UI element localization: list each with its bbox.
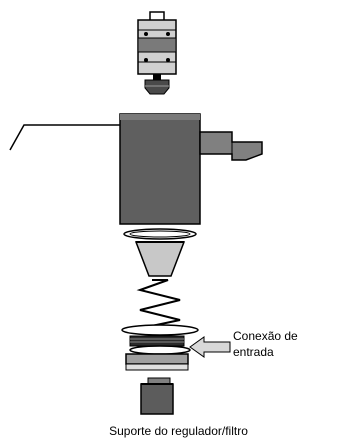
- conical-filter: [134, 241, 186, 277]
- inlet-arrow: [189, 336, 231, 358]
- spring: [136, 279, 181, 329]
- mounting-screw: [144, 74, 170, 95]
- inlet-connection-label-line2: entrada: [233, 345, 274, 359]
- inlet-connection-label-line1: Conexão de: [233, 329, 298, 343]
- figure-caption: Suporte do regulador/filtro: [109, 424, 248, 438]
- top-bracket: [137, 11, 177, 75]
- regulator-body: [119, 113, 263, 225]
- pilot-tube: [9, 124, 120, 151]
- bowl-base: [125, 353, 189, 371]
- diaphragm-washer: [123, 228, 197, 240]
- support-bolt: [140, 377, 174, 415]
- filter-element: [121, 324, 199, 355]
